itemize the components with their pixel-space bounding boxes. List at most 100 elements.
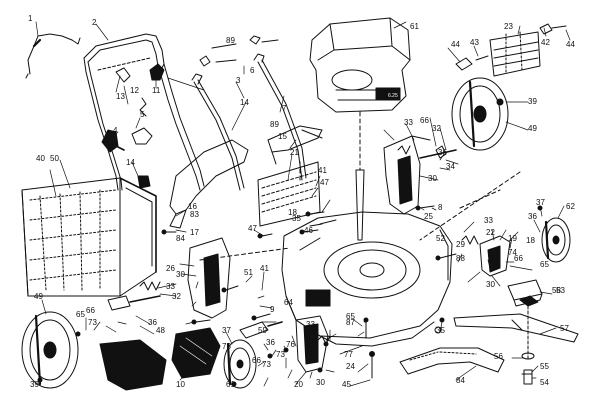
- callout-label: 48: [156, 326, 165, 335]
- callout-label: 3: [236, 76, 241, 85]
- callout-label: 11: [152, 86, 161, 95]
- callout-label: 33: [166, 282, 175, 291]
- hardware-bolts: [37, 98, 543, 387]
- callout-label: 32: [432, 124, 441, 133]
- callout-label: 21: [290, 148, 299, 157]
- callout-label: 12: [130, 86, 139, 95]
- callout-label: 54: [540, 378, 549, 387]
- callout-label: 32: [172, 292, 181, 301]
- engine-badge: 6.25: [388, 93, 398, 99]
- callout-label: 2: [92, 18, 97, 27]
- callout-label: 73: [276, 350, 285, 359]
- callout-label: 39: [30, 380, 39, 389]
- axle-rods: [107, 145, 457, 339]
- callout-label: 61: [226, 380, 235, 389]
- callout-label: 20: [294, 380, 303, 389]
- rear-deflector: [169, 139, 249, 229]
- callout-label: 45: [342, 380, 351, 389]
- callout-label: 44: [566, 40, 575, 49]
- callout-label: 30: [176, 270, 185, 279]
- handle-bracket: [267, 125, 323, 165]
- callout-label: 4: [113, 126, 118, 135]
- wheel-cover-left: [99, 339, 167, 391]
- blade-adapter: [507, 279, 543, 307]
- handle-clips: [115, 63, 165, 83]
- callout-label: 88: [456, 254, 465, 263]
- callout-label: 18: [526, 236, 535, 245]
- callout-label: 65: [540, 260, 549, 269]
- callout-label: 77: [344, 350, 353, 359]
- alignment-lines: [199, 159, 521, 261]
- callout-label: 39: [528, 97, 537, 106]
- callout-label: 30: [486, 280, 495, 289]
- callout-label: 18: [288, 208, 297, 217]
- upper-handle: [83, 33, 205, 191]
- callout-label: 64: [284, 298, 293, 307]
- callout-label: 73: [262, 360, 271, 369]
- callout-label: 84: [456, 376, 465, 385]
- flap-hardware: [455, 23, 567, 71]
- callout-label: 30: [428, 174, 437, 183]
- leader-lines: [35, 21, 571, 387]
- callout-label: 53: [556, 286, 565, 295]
- callout-label: 83: [190, 210, 199, 219]
- callout-label: 47: [248, 224, 257, 233]
- callout-label: 19: [508, 234, 517, 243]
- callout-label: 36: [148, 318, 157, 327]
- callout-label: 49: [528, 124, 537, 133]
- callout-label: 55: [540, 362, 549, 371]
- rear-wheel-left: [21, 311, 79, 389]
- callout-label: 51: [244, 268, 253, 277]
- callout-label: 26: [166, 264, 175, 273]
- springs: [139, 97, 479, 345]
- callout-label: 46: [304, 226, 313, 235]
- callout-label: 61: [410, 22, 419, 31]
- callout-label: 24: [346, 362, 355, 371]
- deck-baffle: [399, 347, 505, 375]
- callout-label: 73: [222, 342, 231, 351]
- callout-label: 33: [404, 118, 413, 127]
- callout-label: 65: [346, 312, 355, 321]
- callout-label: 74: [508, 248, 517, 257]
- callout-label: 14: [240, 98, 249, 107]
- callout-label: 62: [566, 202, 575, 211]
- grass-bag: [21, 177, 157, 297]
- callout-label: 16: [188, 202, 197, 211]
- callout-label: 47: [320, 178, 329, 187]
- callout-label: 59: [258, 326, 267, 335]
- callout-label: 66: [252, 356, 261, 365]
- callout-label: 30: [316, 378, 325, 387]
- callout-label: 66: [86, 306, 95, 315]
- rear-door: [257, 161, 321, 227]
- front-wheel-left: [223, 339, 257, 389]
- callout-label: 15: [278, 132, 287, 141]
- callout-label: 44: [451, 40, 460, 49]
- callout-label: 1: [28, 14, 33, 23]
- height-adjuster-left-front: [295, 315, 329, 373]
- wheel-cover-right: [171, 327, 221, 379]
- callout-label: 9: [270, 305, 275, 314]
- callout-label: 84: [176, 234, 185, 243]
- callout-label: 37: [536, 198, 545, 207]
- front-wheel-right: [541, 217, 571, 263]
- callout-label: 66: [514, 254, 523, 263]
- lower-handle: [191, 53, 307, 191]
- callout-label: 41: [260, 264, 269, 273]
- callout-label: 87: [346, 318, 355, 327]
- callout-label: 36: [266, 338, 275, 347]
- callout-label: 25: [424, 212, 433, 221]
- callout-label: 17: [190, 228, 199, 237]
- callout-label: 29: [456, 240, 465, 249]
- callout-label: 36: [528, 212, 537, 221]
- callout-label: 57: [560, 324, 569, 333]
- callout-label: 5: [140, 110, 145, 119]
- callout-label: 42: [541, 38, 550, 47]
- callout-label: 56: [494, 352, 503, 361]
- callout-label: 33: [306, 320, 315, 329]
- callout-label: 31: [108, 374, 117, 383]
- callout-label: 65: [76, 310, 85, 319]
- callout-label: 22: [486, 228, 495, 237]
- engine: [309, 17, 411, 241]
